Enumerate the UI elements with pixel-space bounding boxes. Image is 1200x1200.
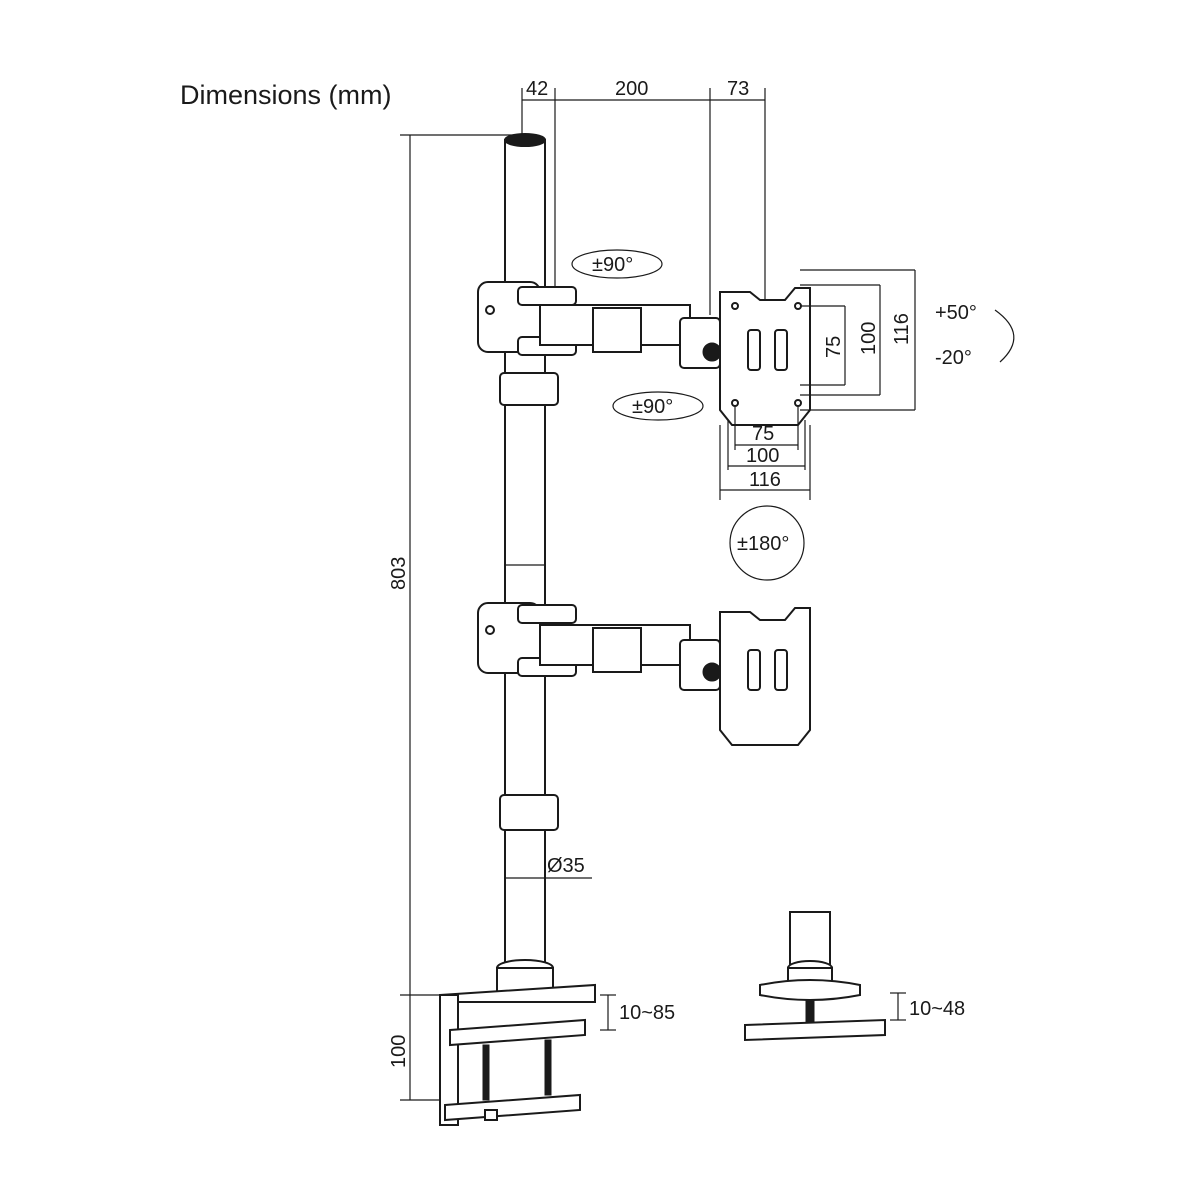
vesa-h-75: 75 — [752, 423, 774, 445]
dim-100-clamp: 100 — [388, 1035, 410, 1068]
grommet-range: 10~48 — [909, 998, 965, 1020]
upper-arm — [477, 281, 722, 369]
arm-swivel-label: ±90° — [592, 254, 633, 276]
vesa-h-116: 116 — [749, 469, 781, 491]
dim-42: 42 — [526, 78, 548, 100]
grommet-base: 10~48 — [744, 911, 965, 1042]
tilt-up-label: +50° — [935, 302, 977, 324]
rotate-label: ±180° — [737, 533, 789, 555]
diagram-title: Dimensions (mm) — [180, 80, 392, 110]
vesa-v-75: 75 — [823, 336, 845, 358]
lower-arm — [477, 602, 722, 691]
lower-vesa-plate — [719, 607, 811, 746]
clamp-range: 10~85 — [619, 1002, 675, 1024]
dim-73: 73 — [727, 78, 749, 100]
tilt-down-label: -20° — [935, 347, 972, 369]
top-dimensions: 42 200 73 — [521, 78, 766, 315]
vesa-v-100: 100 — [858, 322, 880, 355]
rotation-indicators: ±90° ±90° +50° -20° ±180° — [571, 249, 1015, 581]
dim-803: 803 — [388, 557, 410, 590]
vesa-vertical-dims: 75 100 116 — [800, 269, 916, 411]
desk-clamp: 10~85 — [439, 959, 675, 1126]
upper-vesa-plate — [719, 287, 811, 426]
height-dimension: 803 100 — [388, 134, 520, 1101]
head-swivel-label: ±90° — [632, 396, 673, 418]
dim-200: 200 — [615, 78, 648, 100]
collars — [499, 372, 559, 831]
vesa-h-100: 100 — [746, 445, 779, 467]
pole-diameter: Ø35 — [547, 855, 585, 877]
vesa-v-116: 116 — [891, 313, 913, 345]
pole: Ø35 — [504, 133, 592, 971]
vesa-horizontal-dims: 75 100 116 — [719, 405, 811, 500]
